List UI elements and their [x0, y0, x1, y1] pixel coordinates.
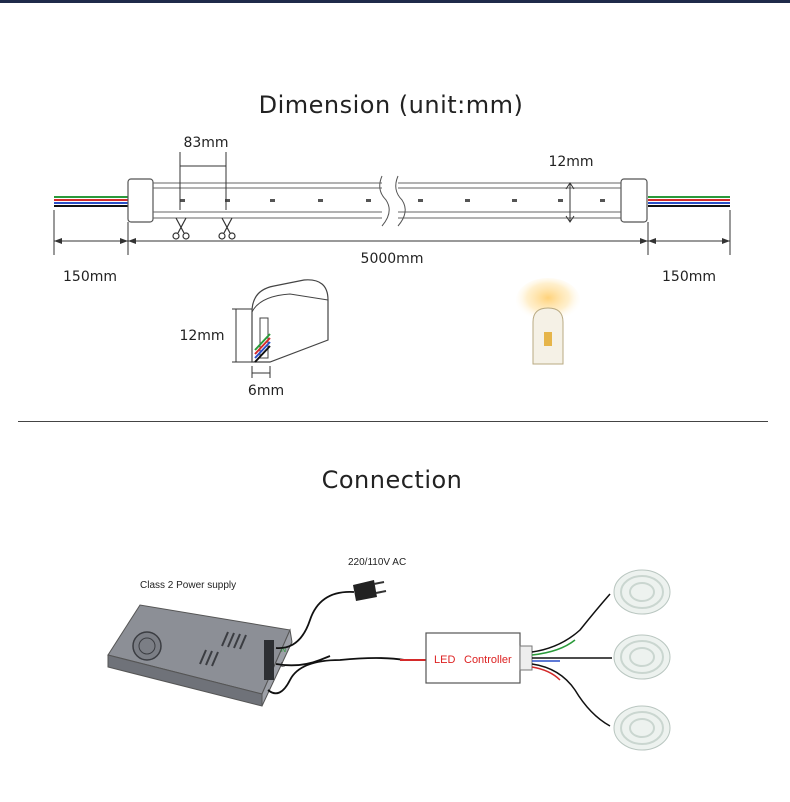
right-end-cap — [620, 178, 648, 223]
connection-title: Connection — [322, 466, 463, 494]
terminal-n-label: N — [281, 647, 286, 654]
cut-length-dimension — [179, 152, 227, 210]
profile-height-label: 12mm — [179, 328, 224, 344]
power-supply — [107, 604, 293, 707]
led-strip-coil — [613, 705, 671, 751]
cut-length-label: 83mm — [183, 135, 228, 151]
dc-cable — [267, 657, 406, 695]
left-end-cap — [127, 178, 154, 223]
height-label: 12mm — [548, 154, 593, 170]
power-output-cable — [275, 655, 331, 667]
left-lead-length: 150mm — [63, 269, 117, 285]
strip-body — [153, 175, 621, 227]
controller-label-text: Controller — [464, 654, 512, 666]
mains-plug — [353, 580, 387, 601]
length-dimension-lines — [53, 210, 731, 255]
led-strip-coil — [613, 569, 671, 615]
top-border-bar — [0, 0, 790, 3]
controller-output-wires — [531, 593, 612, 727]
led-chips — [180, 199, 605, 202]
glowing-end-view — [516, 278, 580, 365]
led-controller — [425, 632, 533, 684]
mains-cable — [275, 591, 355, 649]
profile-dimension-lines — [232, 308, 271, 378]
section-divider — [18, 421, 768, 422]
height-dimension — [565, 182, 575, 223]
right-lead-length: 150mm — [662, 269, 716, 285]
led-strip-coil — [613, 634, 671, 680]
profile-width-label: 6mm — [248, 383, 284, 399]
controller-label-led: LED — [434, 654, 455, 666]
left-lead-wires — [54, 196, 130, 207]
scissors-icon — [172, 217, 190, 240]
mains-voltage-label: 220/110V AC — [348, 557, 406, 568]
right-lead-wires — [648, 196, 730, 207]
dimension-title: Dimension (unit:mm) — [259, 91, 524, 119]
profile-cross-section — [251, 279, 329, 363]
scissors-icon — [218, 217, 236, 240]
power-supply-label: Class 2 Power supply — [140, 580, 236, 591]
strip-length-label: 5000mm — [361, 251, 424, 267]
